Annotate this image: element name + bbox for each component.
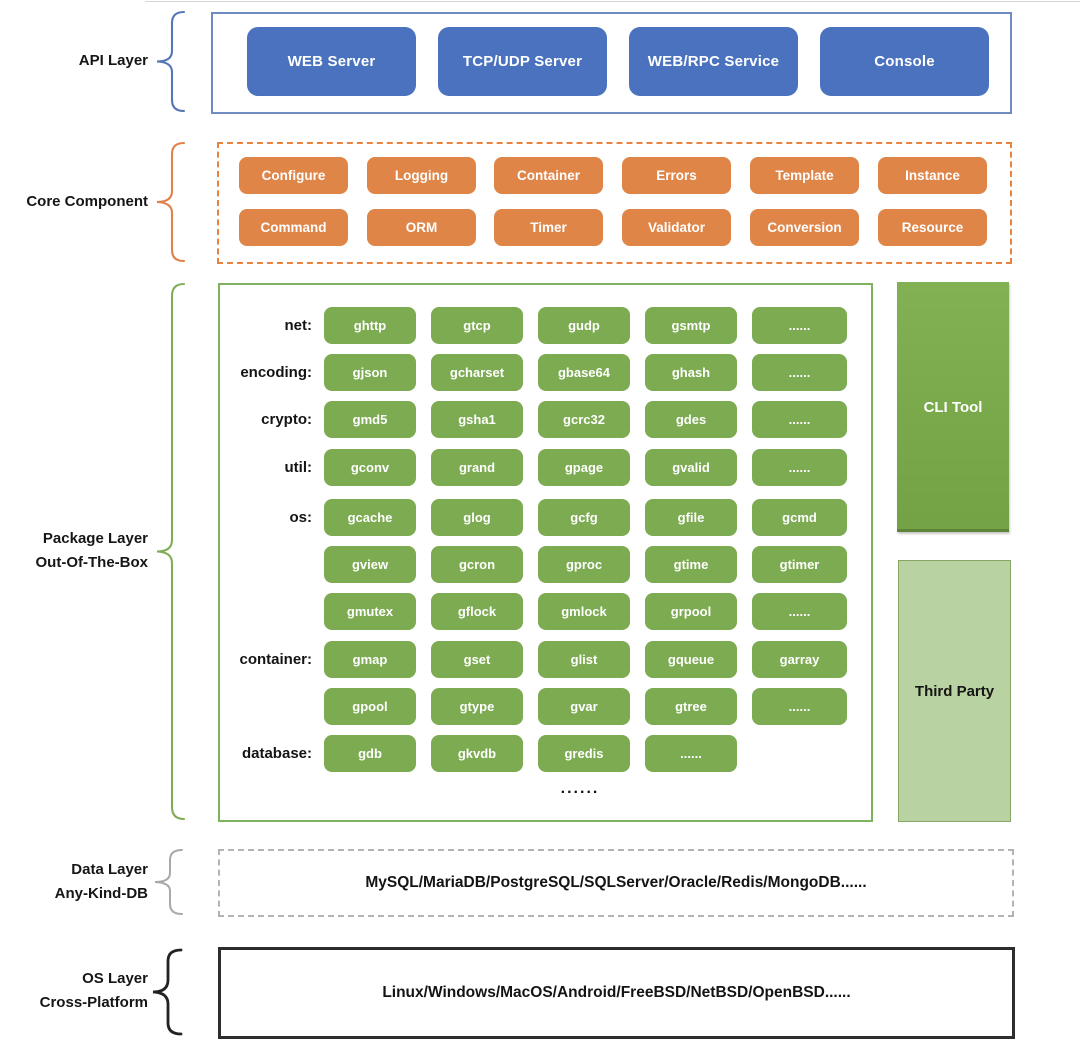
- package-button: ......: [752, 401, 847, 438]
- third-party-box: Third Party: [898, 560, 1011, 822]
- package-button: garray: [752, 641, 847, 678]
- package-button: gpool: [324, 688, 416, 725]
- package-button: gview: [324, 546, 416, 583]
- package-button: gcmd: [752, 499, 847, 536]
- package-row-label: container:: [239, 651, 312, 668]
- package-button: gudp: [538, 307, 630, 344]
- package-button: gredis: [538, 735, 630, 772]
- package-button: ......: [645, 735, 737, 772]
- core-button: Instance: [878, 157, 987, 194]
- package-layer-label: Package Layer Out-Of-The-Box: [0, 527, 148, 575]
- os-layer-label: OS Layer Cross-Platform: [0, 967, 148, 1015]
- package-row-label: util:: [284, 459, 313, 476]
- package-button: ......: [752, 354, 847, 391]
- package-button: gjson: [324, 354, 416, 391]
- package-button: ......: [752, 593, 847, 630]
- package-button: gtime: [645, 546, 737, 583]
- package-button: glist: [538, 641, 630, 678]
- os-layer-brace: [152, 948, 183, 1036]
- package-button: gvar: [538, 688, 630, 725]
- package-row-label: net:: [284, 317, 313, 334]
- package-button: gtcp: [431, 307, 523, 344]
- package-row-label: database:: [241, 745, 312, 762]
- package-button: gkvdb: [431, 735, 523, 772]
- os-layer-content: Linux/Windows/MacOS/Android/FreeBSD/NetB…: [382, 984, 851, 1001]
- data-layer-label: Data Layer Any-Kind-DB: [0, 858, 148, 906]
- package-button: grpool: [645, 593, 737, 630]
- package-button: ......: [752, 449, 847, 486]
- package-button: gmutex: [324, 593, 416, 630]
- core-button: Logging: [367, 157, 476, 194]
- package-button: gsmtp: [645, 307, 737, 344]
- core-button: Validator: [622, 209, 731, 246]
- package-button: grand: [431, 449, 523, 486]
- cli-tool-box: CLI Tool: [897, 282, 1009, 532]
- package-button: gdb: [324, 735, 416, 772]
- os-layer-box: Linux/Windows/MacOS/Android/FreeBSD/NetB…: [218, 947, 1015, 1039]
- data-layer-content: MySQL/MariaDB/PostgreSQL/SQLServer/Oracl…: [365, 874, 867, 891]
- package-button: gconv: [324, 449, 416, 486]
- api-layer-label-text: API Layer: [78, 52, 148, 69]
- api-layer-label: API Layer: [0, 49, 148, 73]
- api-layer-brace: [156, 10, 186, 113]
- package-button: gcache: [324, 499, 416, 536]
- core-button: Resource: [878, 209, 987, 246]
- package-button: gcron: [431, 546, 523, 583]
- package-button: gqueue: [645, 641, 737, 678]
- package-button: gcharset: [431, 354, 523, 391]
- package-button: ghttp: [324, 307, 416, 344]
- top-divider: [145, 1, 1080, 2]
- package-button: gmap: [324, 641, 416, 678]
- core-button: Conversion: [750, 209, 859, 246]
- data-layer-brace: [154, 849, 183, 915]
- package-button: gbase64: [538, 354, 630, 391]
- package-button: gmlock: [538, 593, 630, 630]
- package-button: gcfg: [538, 499, 630, 536]
- data-layer-label-line1: Data Layer: [71, 861, 148, 878]
- data-layer-box: MySQL/MariaDB/PostgreSQL/SQLServer/Oracl…: [218, 849, 1014, 917]
- core-button: Timer: [494, 209, 603, 246]
- package-button: gvalid: [645, 449, 737, 486]
- core-component-label: Core Component: [0, 190, 148, 214]
- data-layer-label-line2: Any-Kind-DB: [54, 885, 148, 902]
- package-button: gtree: [645, 688, 737, 725]
- package-button: ......: [752, 688, 847, 725]
- package-button: gcrc32: [538, 401, 630, 438]
- core-button: ORM: [367, 209, 476, 246]
- package-button: ......: [752, 307, 847, 344]
- package-button: gdes: [645, 401, 737, 438]
- api-button: Console: [820, 27, 989, 96]
- os-layer-label-line1: OS Layer: [82, 970, 148, 987]
- core-button: Template: [750, 157, 859, 194]
- core-component-label-text: Core Component: [26, 193, 148, 210]
- package-button: glog: [431, 499, 523, 536]
- package-button: ghash: [645, 354, 737, 391]
- package-button: gset: [431, 641, 523, 678]
- package-button: gfile: [645, 499, 737, 536]
- core-button: Container: [494, 157, 603, 194]
- package-button: gpage: [538, 449, 630, 486]
- package-more-ellipsis: ......: [560, 780, 600, 797]
- package-button: gflock: [431, 593, 523, 630]
- package-row-label: encoding:: [240, 364, 312, 381]
- api-button: WEB/RPC Service: [629, 27, 798, 96]
- core-button: Configure: [239, 157, 348, 194]
- core-button: Command: [239, 209, 348, 246]
- package-row-label: os:: [289, 509, 313, 526]
- package-button: gsha1: [431, 401, 523, 438]
- package-layer-label-line1: Package Layer: [42, 530, 148, 547]
- package-button: gtype: [431, 688, 523, 725]
- package-button: gtimer: [752, 546, 847, 583]
- package-layer-label-line2: Out-Of-The-Box: [35, 554, 148, 571]
- package-row-label: crypto:: [261, 411, 312, 428]
- package-button: gproc: [538, 546, 630, 583]
- package-button: gmd5: [324, 401, 416, 438]
- os-layer-label-line2: Cross-Platform: [39, 994, 148, 1011]
- core-button: Errors: [622, 157, 731, 194]
- core-component-brace: [156, 141, 186, 263]
- package-layer-brace: [156, 282, 186, 821]
- api-button: TCP/UDP Server: [438, 27, 607, 96]
- api-button: WEB Server: [247, 27, 416, 96]
